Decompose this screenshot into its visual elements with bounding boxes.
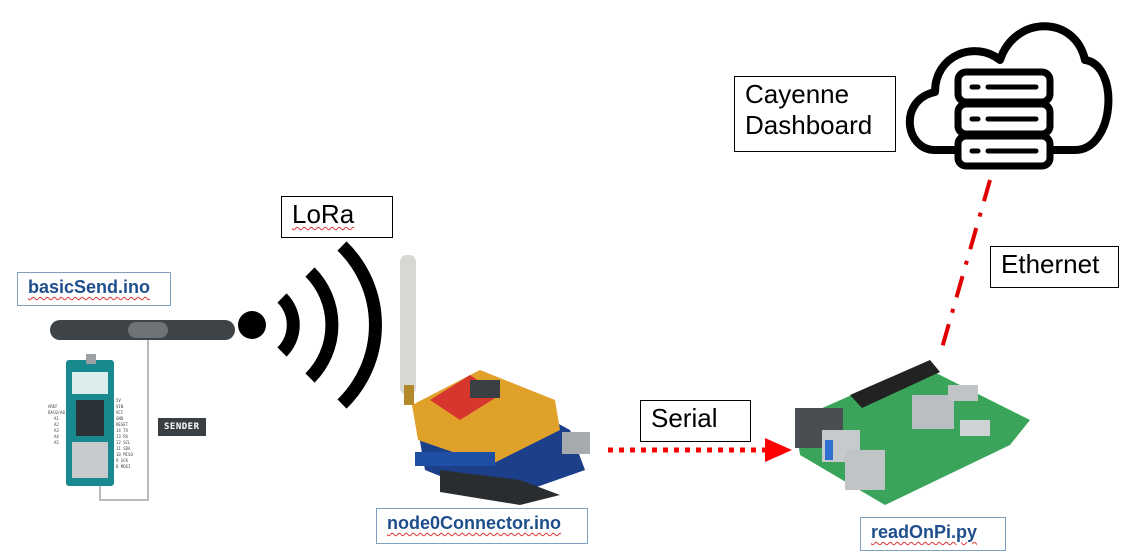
wireless-signal-icon	[238, 241, 382, 409]
svg-text:A2: A2	[54, 422, 59, 427]
node-file-text: node0Connector.ino	[387, 513, 562, 533]
svg-text:DAC0/A0: DAC0/A0	[48, 410, 65, 415]
raspberry-pi-board	[795, 360, 1030, 505]
svg-text:GND: GND	[116, 416, 124, 421]
svg-text:VCC: VCC	[116, 410, 124, 415]
svg-text:12 SCL: 12 SCL	[116, 440, 131, 445]
svg-text:11 SDA: 11 SDA	[116, 446, 131, 451]
sender-file-text: basicSend.ino	[28, 277, 151, 297]
cayenne-line-2: Dashboard	[745, 110, 873, 141]
pi-file-label: readOnPi.py	[860, 517, 1006, 551]
svg-text:A4: A4	[54, 434, 59, 439]
svg-text:14 TX: 14 TX	[116, 428, 129, 433]
svg-text:A1: A1	[54, 416, 59, 421]
serial-label-text: Serial	[651, 403, 718, 433]
lora-label: LoRa	[281, 196, 393, 238]
svg-text:13 RX: 13 RX	[116, 434, 129, 439]
svg-text:8 MOSI: 8 MOSI	[116, 464, 131, 469]
svg-text:9 SCK: 9 SCK	[116, 458, 129, 463]
lora-label-text: LoRa	[292, 199, 355, 229]
ethernet-label-text: Ethernet	[1001, 249, 1100, 279]
cloud-server-icon	[905, 22, 1113, 170]
pi-file-text: readOnPi.py	[871, 522, 978, 542]
svg-text:VIN: VIN	[116, 404, 124, 409]
sender-tag: SENDER	[158, 418, 206, 436]
ethernet-label: Ethernet	[990, 246, 1119, 288]
svg-text:RESET: RESET	[116, 422, 129, 427]
serial-arrow	[608, 438, 792, 462]
svg-text:10 MISO: 10 MISO	[116, 452, 133, 457]
node-file-label: node0Connector.ino	[376, 508, 588, 544]
svg-text:AREF: AREF	[48, 404, 58, 409]
svg-text:A5: A5	[54, 440, 59, 445]
cayenne-line-1: Cayenne	[745, 79, 850, 109]
sender-file-label: basicSend.ino	[17, 272, 171, 306]
cayenne-dashboard-label: Cayenne Dashboard	[734, 76, 896, 152]
lora-shield-board	[400, 255, 590, 505]
ethernet-link	[938, 179, 992, 356]
svg-text:5V: 5V	[116, 398, 121, 403]
serial-label: Serial	[640, 400, 751, 442]
svg-text:A3: A3	[54, 428, 59, 433]
